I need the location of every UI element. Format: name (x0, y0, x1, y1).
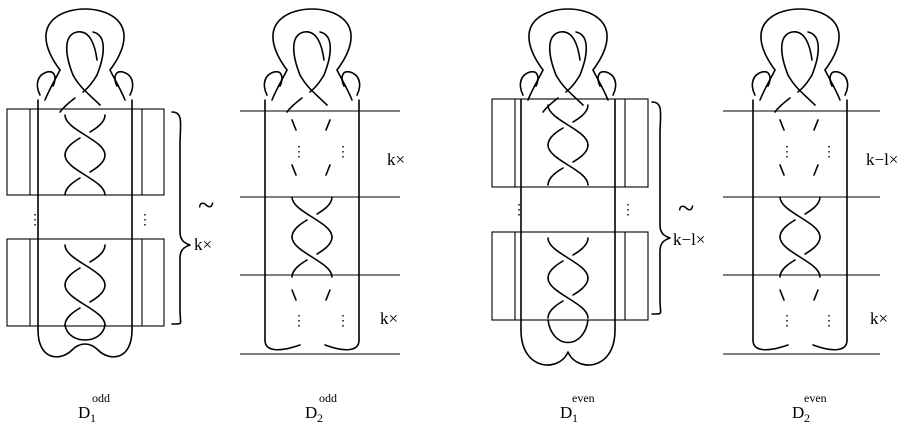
caption-superscript: even (572, 391, 595, 405)
ellipsis-left: ⋮ (28, 213, 41, 228)
caption-subscript: 1 (90, 411, 96, 425)
caption-letter: D (560, 403, 572, 422)
diagram-d1-even: ⋮ ⋮ ~ k−l× D 1 even (491, 8, 705, 425)
top-label: k−l× (866, 150, 898, 169)
ellipsis-left: ⋮ (512, 203, 525, 218)
equivalence-symbol-2: ~ (678, 192, 694, 225)
repeat-label: k−l× (673, 230, 705, 249)
diagram-d2-odd: ⋮ ⋮ ⋮ ⋮ k× k× D 2 odd (240, 8, 405, 425)
caption-superscript: odd (92, 391, 110, 405)
ellipsis-top-right: ⋮ (822, 145, 835, 160)
ellipsis-top-left: ⋮ (780, 145, 793, 160)
ellipsis-bottom-right: ⋮ (336, 314, 349, 329)
lower-box (6, 238, 165, 327)
caption-letter: D (792, 403, 804, 422)
bottom-label: k× (380, 309, 398, 328)
ellipsis-right: ⋮ (138, 213, 151, 228)
ellipsis-bottom-left: ⋮ (292, 314, 305, 329)
top-label: k× (387, 150, 405, 169)
caption-letter: D (78, 403, 90, 422)
caption-subscript: 2 (804, 411, 810, 425)
caption-superscript: odd (319, 391, 337, 405)
caption-subscript: 1 (572, 411, 578, 425)
upper-box (6, 108, 165, 196)
repeat-label: k× (194, 235, 212, 254)
repeat-brace (171, 111, 191, 325)
caption-superscript: even (804, 391, 827, 405)
caption-subscript: 2 (317, 411, 323, 425)
bottom-label: k× (870, 309, 888, 328)
ellipsis-top-left: ⋮ (292, 145, 305, 160)
caption-letter: D (305, 403, 317, 422)
equivalence-symbol-1: ~ (198, 189, 214, 222)
diagram-d2-even: ⋮ ⋮ ⋮ ⋮ k−l× k× D 2 even (723, 8, 898, 425)
ellipsis-bottom-left: ⋮ (780, 314, 793, 329)
ellipsis-right: ⋮ (621, 203, 634, 218)
upper-box (491, 98, 649, 188)
ellipsis-top-right: ⋮ (336, 145, 349, 160)
lower-box (491, 231, 649, 321)
diagram-d1-odd: ⋮ ⋮ k× D 1 odd (6, 8, 212, 425)
ellipsis-bottom-right: ⋮ (822, 314, 835, 329)
repeat-brace (651, 101, 671, 315)
